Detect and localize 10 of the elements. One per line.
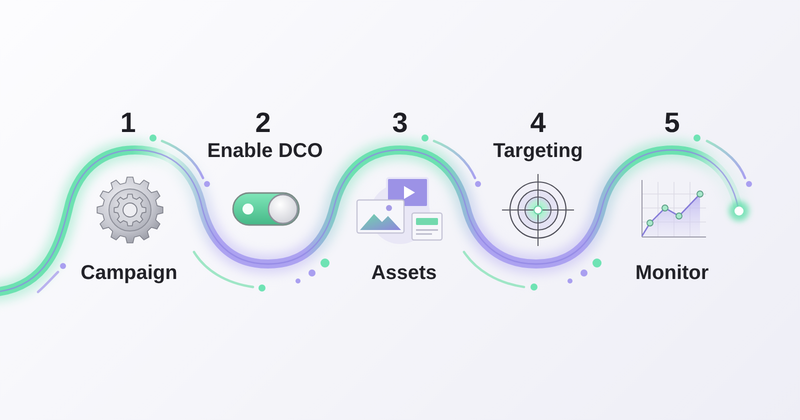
step-label: Enable DCO	[207, 140, 323, 162]
step-number: 1	[120, 109, 136, 137]
step-number: 2	[255, 109, 271, 137]
step-label: Monitor	[635, 262, 709, 284]
step-number: 4	[530, 109, 546, 137]
step-number: 5	[664, 109, 680, 137]
step-label: Campaign	[80, 262, 178, 284]
step-label: Targeting	[493, 140, 583, 162]
step-label: Assets	[371, 262, 437, 284]
step-number: 3	[392, 109, 408, 137]
